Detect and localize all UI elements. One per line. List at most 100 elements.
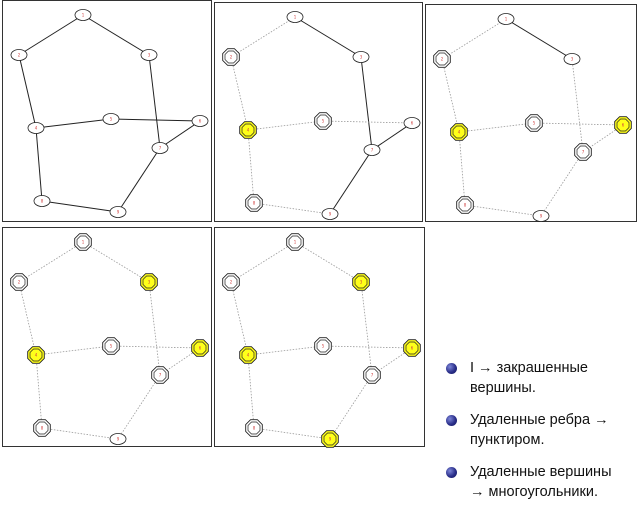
node-label: 9 — [117, 210, 120, 215]
node-octagon-inner — [435, 52, 449, 66]
node-label: 9 — [117, 437, 120, 442]
node-label: 7 — [582, 150, 585, 155]
graph-node: 8 — [33, 195, 51, 207]
node-label: 6 — [411, 346, 414, 351]
graph-node: 3 — [352, 51, 370, 63]
node-octagon-inner — [405, 341, 419, 355]
node-octagon-inner — [288, 235, 302, 249]
bullet-icon — [446, 363, 457, 374]
node-ellipse — [191, 115, 209, 127]
node-ellipse — [27, 122, 45, 134]
legend-text: Удаленные вершины → многоугольники. — [470, 464, 612, 500]
node-octagon-inner — [458, 198, 472, 212]
dashed-edge — [230, 56, 249, 131]
node-label: 5 — [322, 119, 325, 124]
node-octagon-inner — [76, 235, 90, 249]
node-ellipse — [532, 210, 550, 222]
dashed-edge — [35, 354, 43, 429]
node-label: 2 — [230, 280, 233, 285]
dashed-edge — [253, 427, 331, 440]
dashed-edge — [82, 241, 150, 283]
edge — [329, 149, 373, 215]
node-octagon-inner — [316, 114, 330, 128]
dashed-edge — [571, 58, 584, 153]
node-label: 2 — [230, 55, 233, 60]
node-octagon-inner — [104, 339, 118, 353]
node-label: 9 — [540, 214, 543, 219]
node-ellipse — [33, 195, 51, 207]
node-label: 2 — [441, 57, 444, 62]
graph-node: 5 — [102, 337, 120, 355]
edge — [371, 122, 413, 151]
graph-node: 4 — [239, 346, 257, 364]
node-octagon-inner — [224, 50, 238, 64]
node-octagon-inner — [12, 275, 26, 289]
graph-node: 3 — [352, 273, 370, 291]
dashed-edge — [247, 354, 255, 429]
graph-step-5: 1 2 3 4 5 6 7 8 9 — [214, 227, 425, 448]
node-label: 7 — [371, 148, 374, 153]
legend-item-filled: I → закрашенные вершины. — [446, 358, 636, 398]
edge — [148, 54, 161, 149]
node-label: 8 — [464, 203, 467, 208]
edge — [117, 147, 161, 213]
node-ellipse — [74, 9, 92, 21]
graph-node: 9 — [532, 210, 550, 222]
graph-node: 3 — [563, 53, 581, 65]
node-ellipse — [321, 208, 339, 220]
node-label: 1 — [82, 240, 85, 245]
node-ellipse — [363, 144, 381, 156]
graph-node: 7 — [363, 366, 381, 384]
dashed-edge — [533, 122, 624, 126]
node-label: 3 — [360, 55, 363, 60]
node-label: 5 — [322, 344, 325, 349]
node-label: 9 — [329, 437, 332, 442]
node-label: 6 — [199, 346, 202, 351]
dashed-edge — [230, 16, 296, 58]
node-octagon-inner — [241, 348, 255, 362]
edge — [159, 120, 201, 149]
node-octagon-inner — [323, 432, 337, 446]
graph-node: 5 — [102, 113, 120, 125]
graph-node: 6 — [191, 339, 209, 357]
node-octagon-inner — [241, 123, 255, 137]
graph-node: 1 — [286, 233, 304, 251]
dashed-edge — [322, 345, 413, 349]
legend-text: I → закрашенные вершины. — [470, 360, 588, 396]
node-label: 8 — [253, 426, 256, 431]
dashed-edge — [41, 427, 119, 440]
node-ellipse — [109, 206, 127, 218]
graph-node: 8 — [245, 419, 263, 437]
edge — [360, 56, 373, 151]
dashed-edge — [230, 241, 296, 283]
dashed-edge — [117, 374, 161, 440]
node-label: 4 — [247, 128, 250, 133]
dashed-edge — [230, 281, 249, 356]
graph-node: 1 — [74, 233, 92, 251]
graph-node: 5 — [525, 114, 543, 132]
node-label: 7 — [371, 373, 374, 378]
node-ellipse — [109, 433, 127, 445]
node-octagon-inner — [153, 368, 167, 382]
edge — [505, 18, 573, 60]
node-ellipse — [403, 117, 421, 129]
dashed-edge — [441, 18, 507, 60]
node-octagon-inner — [142, 275, 156, 289]
node-label: 8 — [41, 426, 44, 431]
node-octagon-inner — [247, 421, 261, 435]
graph-node: 8 — [245, 194, 263, 212]
graph-node: 9 — [109, 433, 127, 445]
node-ellipse — [151, 142, 169, 154]
graph-node: 6 — [614, 116, 632, 134]
dashed-edge — [458, 131, 466, 206]
legend-item-polygons: Удаленные вершины → многоугольники. — [446, 462, 636, 502]
node-ellipse — [286, 11, 304, 23]
node-label: 1 — [82, 13, 85, 18]
dashed-edge — [540, 151, 584, 217]
node-label: 3 — [360, 280, 363, 285]
edge — [110, 118, 201, 122]
